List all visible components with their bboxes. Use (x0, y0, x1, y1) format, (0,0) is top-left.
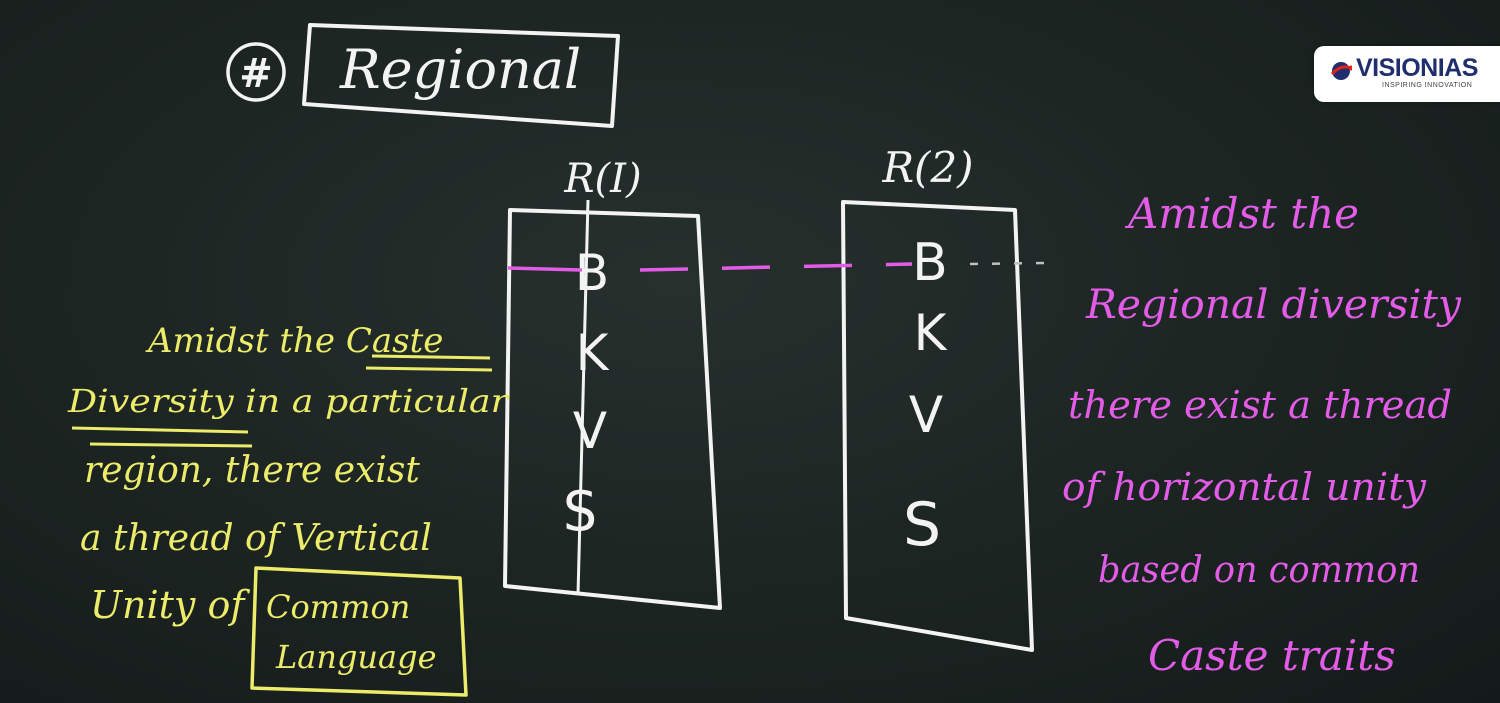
diversity-underline (71, 426, 249, 434)
right-note-line: there exist a thread (1068, 383, 1452, 427)
left-note-boxed-line: Language (275, 638, 437, 676)
horizontal-unity-line (507, 261, 1046, 272)
left-note-line: Diversity in a particular (67, 382, 510, 420)
caste-underline (365, 366, 493, 372)
column-r1-box (503, 208, 722, 610)
left-note-line: region, there exist (84, 450, 420, 491)
left-note-boxed-line: Common (266, 588, 410, 626)
column-r2-caste: B (912, 233, 948, 293)
column-r1-caste: K (576, 324, 610, 382)
hash-circle (226, 42, 286, 102)
right-note-line: Amidst the (1124, 189, 1359, 238)
column-r2-caste: K (914, 304, 948, 362)
title-hash: # (239, 50, 273, 97)
right-note-line: Caste traits (1148, 631, 1396, 680)
vision-ias-logo: VISIONIAS INSPIRING INNOVATION (1314, 46, 1500, 102)
column-r1-caste: S (563, 480, 597, 543)
common-language-box (250, 566, 468, 697)
left-note-line: a thread of Vertical (80, 518, 432, 559)
diversity-underline (89, 442, 253, 448)
right-note: Amidst the Regional diversity there exis… (1062, 189, 1462, 680)
column-r1-label: R(I) (563, 156, 641, 202)
left-note-line: Amidst the Caste (145, 321, 443, 361)
column-r2-label: R(2) (881, 143, 973, 192)
logo-brand: VISIONIAS (1356, 54, 1478, 82)
column-r1: R(I) B K V S (503, 156, 722, 610)
left-note: Amidst the Caste Diversity in a particul… (67, 321, 510, 697)
column-r1-caste: V (573, 402, 607, 460)
right-note-line: of horizontal unity (1062, 465, 1427, 509)
column-r2: R(2) B K V S (841, 143, 1034, 652)
column-r2-box (841, 200, 1034, 652)
title-box (302, 23, 620, 128)
vertical-unity-line (576, 199, 590, 596)
horizontal-unity-tail (969, 261, 1046, 266)
column-r1-caste: B (575, 244, 609, 302)
horizontal-unity-dashes (639, 262, 913, 272)
logo-swoosh-icon (1330, 62, 1352, 80)
column-r2-caste: V (909, 386, 943, 444)
logo-tagline: INSPIRING INNOVATION (1382, 82, 1473, 89)
left-note-line: Unity of (90, 583, 250, 627)
right-note-line: based on common (1098, 550, 1420, 591)
caste-underline (371, 354, 491, 360)
title-text: Regional (339, 38, 581, 101)
title-group: # Regional (226, 23, 620, 128)
horizontal-unity-solid (507, 266, 583, 272)
right-note-line: Regional diversity (1085, 282, 1462, 328)
column-r2-caste: S (903, 490, 941, 560)
